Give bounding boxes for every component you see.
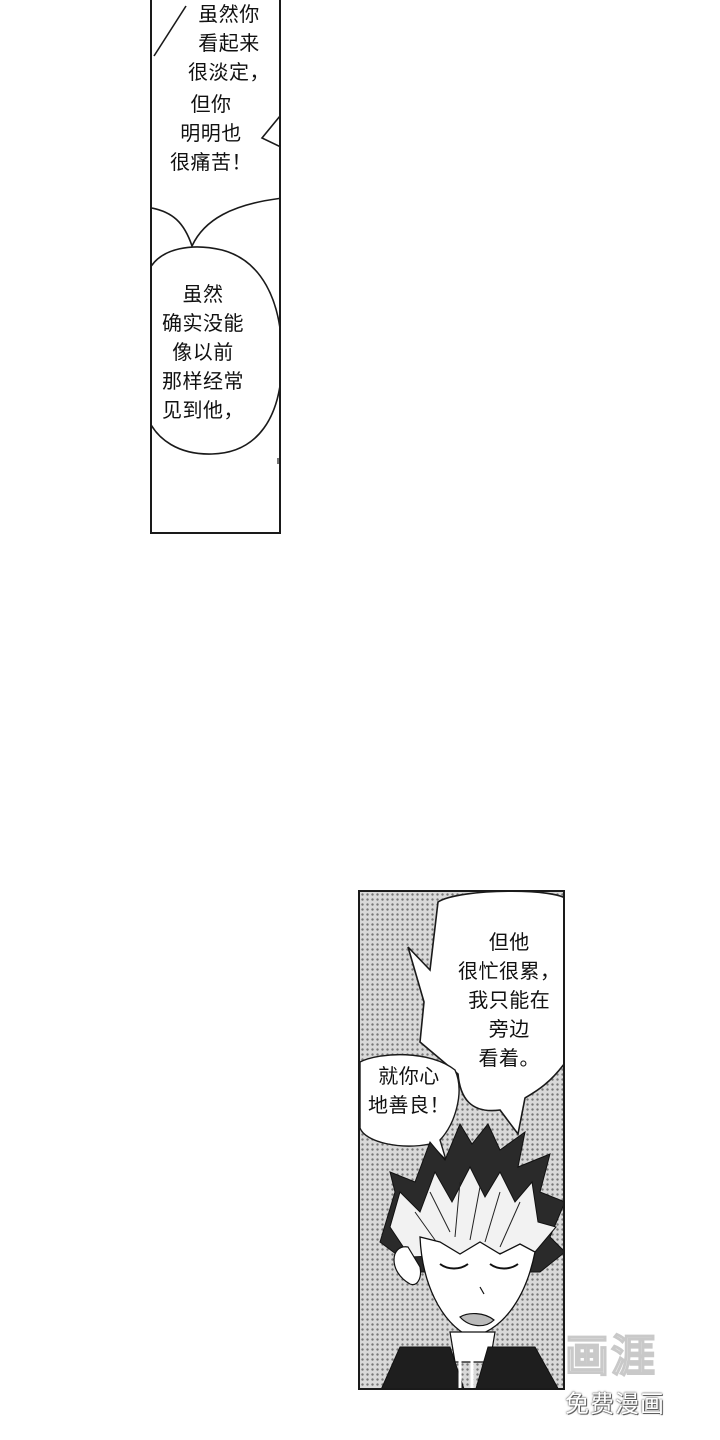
dialogue-line: 很忙很累， — [458, 959, 561, 983]
dialogue-line: 但你 — [190, 92, 232, 116]
dialogue-line: 虽然你 — [198, 2, 260, 26]
oval-speech-bubble — [152, 246, 279, 455]
dialogue-line: 地善良！ — [368, 1093, 450, 1117]
dialogue-line: 那样经常 — [162, 369, 244, 393]
dialogue-text-2: 虽然 确实没能 像以前 那样经常 见到他， — [162, 280, 244, 425]
dialogue-text-1: 虽然你 看起来 很淡定， — [188, 0, 270, 87]
character-illustration — [360, 892, 563, 1388]
dialogue-line: 很痛苦！ — [170, 150, 252, 174]
speech-bubbles-top — [152, 0, 279, 464]
spiky-speech-bubble — [152, 0, 279, 246]
dialogue-line: 就你心 — [378, 1064, 440, 1088]
dialogue-line: 看着。 — [478, 1046, 540, 1070]
closed-eye — [489, 1263, 519, 1270]
dialogue-line: 看起来 — [198, 31, 260, 55]
dialogue-text-4: 就你心 地善良！ — [368, 1062, 450, 1120]
dialogue-line: 虽然 — [182, 282, 224, 306]
watermark: 画涯 免费漫画 — [563, 1320, 688, 1420]
uniform-collar — [381, 1346, 465, 1388]
manga-panel-top: 虽然你 看起来 很淡定， 但你 明明也 很痛苦！ 虽然 确实没能 像以前 那样经… — [150, 0, 281, 534]
dialogue-line: 明明也 — [180, 121, 242, 145]
dialogue-text-1b: 但你 明明也 很痛苦！ — [170, 90, 252, 177]
dialogue-line: 像以前 — [172, 340, 234, 364]
dialogue-line: 但他 — [488, 930, 530, 954]
dialogue-line: 确实没能 — [162, 311, 244, 335]
dialogue-line: 我只能在 — [468, 988, 551, 1012]
mouth — [459, 1313, 495, 1327]
dialogue-line: 旁边 — [488, 1017, 530, 1041]
manga-panel-bottom: 但他 很忙很累， 我只能在 旁边 看着。 就你心 地善良！ — [358, 890, 565, 1390]
dialogue-text-3: 但他 很忙很累， 我只能在 旁边 看着。 — [458, 928, 561, 1073]
watermark-caption: 免费漫画 — [565, 1390, 665, 1418]
watermark-logo: 画涯 — [564, 1330, 657, 1383]
closed-eye — [439, 1263, 469, 1270]
dialogue-line: 见到他， — [162, 398, 244, 422]
small-speech-bubble — [360, 1053, 460, 1161]
dialogue-line: 很淡定， — [188, 60, 270, 84]
